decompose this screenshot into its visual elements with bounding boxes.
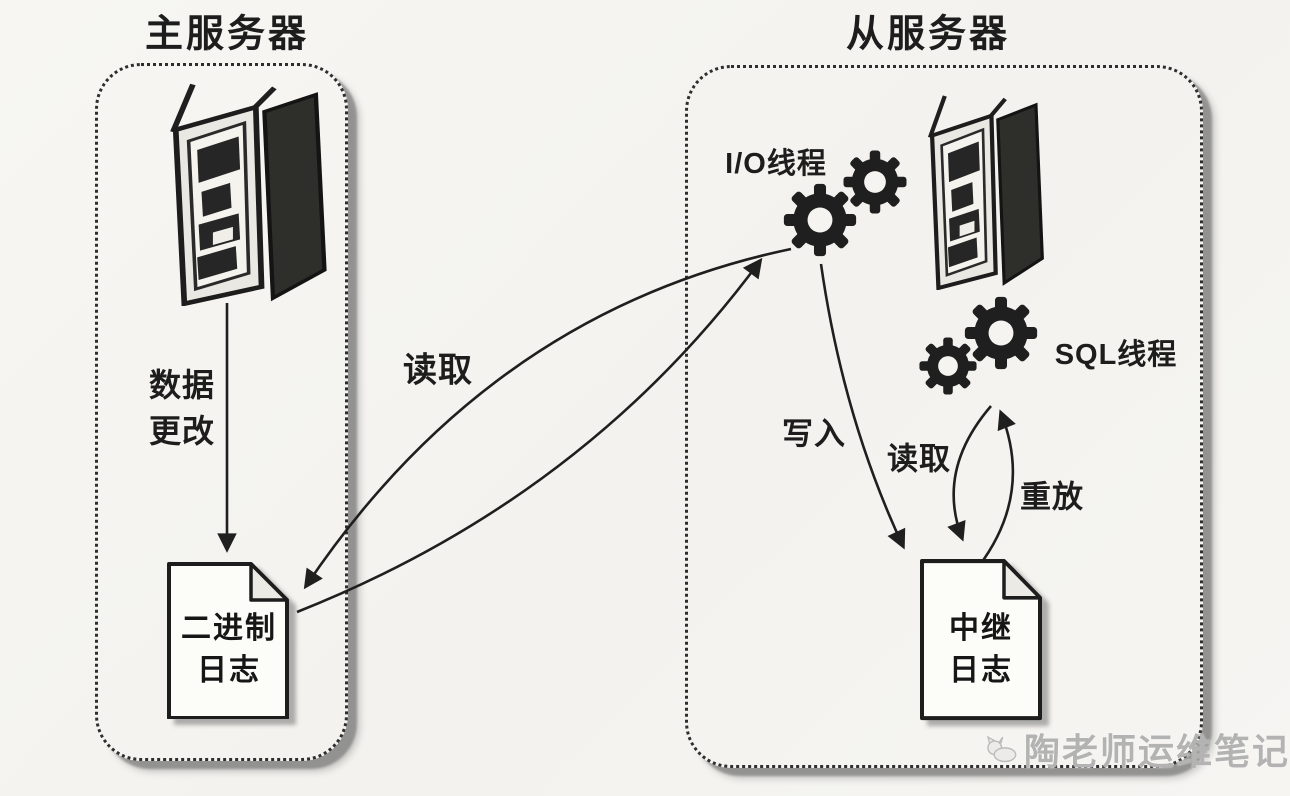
binary-log-label-line2: 日志 bbox=[197, 654, 261, 687]
binary-log-label: 二进制 日志 bbox=[166, 561, 292, 719]
relay-log-document: 中继 日志 bbox=[919, 558, 1043, 722]
watermark-text: 陶老师运维笔记 bbox=[1023, 731, 1290, 772]
relay-replay-arrow bbox=[977, 409, 1016, 567]
master-title: 主服务器 bbox=[144, 13, 310, 56]
read-binlog-label: 读取 bbox=[403, 351, 473, 390]
binlog-read-request-arrow bbox=[303, 247, 792, 590]
io-thread-label: I/O线程 bbox=[725, 148, 827, 180]
read-relay-label: 读取 bbox=[887, 441, 951, 477]
write-label: 写入 bbox=[782, 416, 846, 452]
relay-log-label-line1: 中继 bbox=[949, 612, 1013, 645]
binary-log-document: 二进制 日志 bbox=[166, 561, 292, 720]
watermark: 陶老师运维笔记 bbox=[984, 718, 1290, 780]
data-change-label-line2: 更改 bbox=[148, 413, 216, 449]
data-change-label: 数据 更改 bbox=[149, 362, 215, 454]
binary-log-label-line1: 二进制 bbox=[181, 612, 277, 645]
cat-logo-icon bbox=[986, 735, 1017, 763]
relay-write-arrow bbox=[819, 263, 906, 550]
slave-title: 从服务器 bbox=[845, 13, 1011, 56]
replay-label: 重放 bbox=[1020, 479, 1084, 515]
relay-log-label: 中继 日志 bbox=[919, 558, 1043, 722]
binlog-read-return-arrow bbox=[296, 257, 763, 614]
relay-read-arrow bbox=[947, 405, 992, 542]
relay-log-label-line2: 日志 bbox=[949, 654, 1013, 687]
slave-server-box bbox=[685, 65, 1203, 768]
data-change-label-line1: 数据 bbox=[148, 367, 216, 403]
master-server-box bbox=[95, 63, 348, 761]
sql-thread-label: SQL线程 bbox=[1054, 339, 1178, 371]
